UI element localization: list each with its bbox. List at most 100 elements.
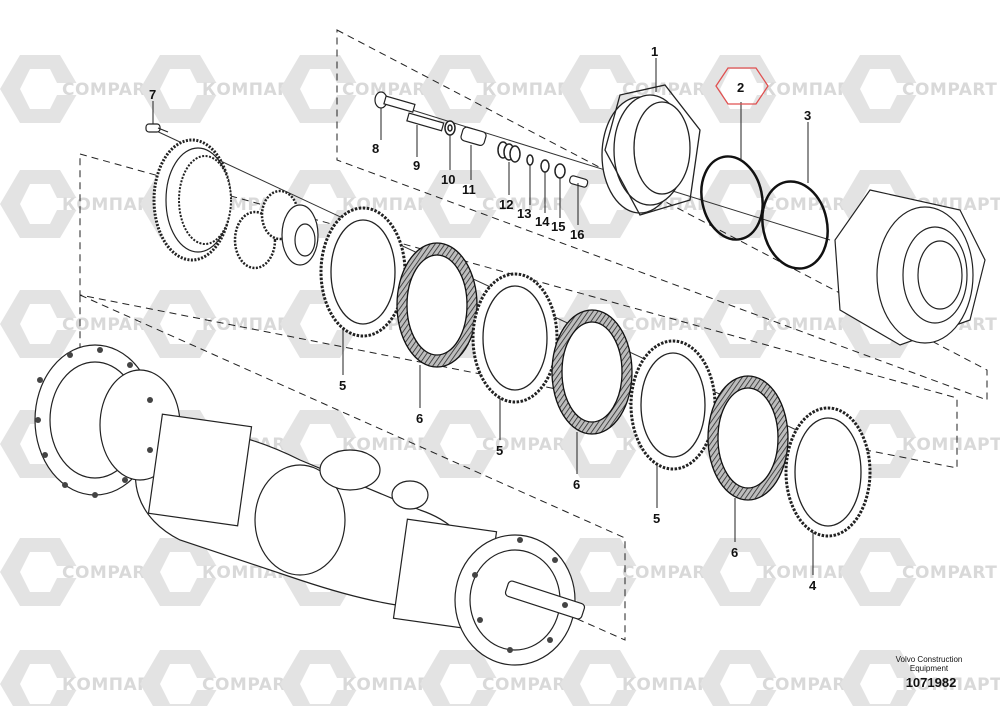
watermark-text: COMPART bbox=[902, 563, 997, 583]
watermark-tile: COMPART bbox=[700, 170, 857, 238]
callout-9[interactable]: 9 bbox=[413, 158, 420, 173]
selected-part-highlight bbox=[715, 67, 769, 105]
callout-2[interactable]: 2 bbox=[737, 80, 744, 95]
washer-15 bbox=[554, 163, 566, 179]
callout-15[interactable]: 15 bbox=[551, 219, 565, 234]
callout-5b[interactable]: 5 bbox=[496, 443, 503, 458]
watermark-text: КОМПАРТ bbox=[902, 435, 1000, 455]
callout-4[interactable]: 4 bbox=[809, 578, 817, 593]
watermark-tile: COMPART bbox=[840, 538, 997, 606]
watermark-tile: КОМПАРТ bbox=[0, 170, 162, 238]
watermark-text: COMPART bbox=[762, 195, 857, 215]
callout-6a[interactable]: 6 bbox=[416, 411, 423, 426]
callout-13[interactable]: 13 bbox=[517, 206, 531, 221]
separator-disc-5c bbox=[629, 339, 717, 471]
end-disc-part-4 bbox=[784, 406, 872, 538]
watermark-tile: КОМПАРТ bbox=[700, 290, 862, 358]
watermark-tile: КОМПАРТ bbox=[280, 410, 442, 478]
group-frames bbox=[79, 29, 988, 641]
watermark-tile: COMPART bbox=[420, 170, 577, 238]
watermark-tile: COMPART bbox=[0, 290, 157, 358]
watermark-text: КОМПАРТ bbox=[762, 80, 862, 100]
watermark-text: КОМПАРТ bbox=[762, 315, 862, 335]
callout-6b[interactable]: 6 bbox=[573, 477, 580, 492]
washer-13 bbox=[526, 154, 534, 166]
watermark-tile: КОМПАРТ bbox=[700, 55, 862, 123]
callout-6c[interactable]: 6 bbox=[731, 545, 738, 560]
callout-10[interactable]: 10 bbox=[441, 172, 455, 187]
brand-subname: Equipment bbox=[909, 664, 949, 673]
washer-14 bbox=[540, 159, 550, 173]
watermark-tile: КОМПАРТ bbox=[140, 55, 302, 123]
watermark-text: COMPART bbox=[762, 675, 857, 695]
spring-12 bbox=[497, 141, 521, 163]
watermark-tile: КОМПАРТ bbox=[280, 650, 442, 706]
watermark-text: КОМПАРТ bbox=[342, 435, 442, 455]
watermark-tile: COMPART bbox=[140, 650, 297, 706]
watermark-text: COMPART bbox=[902, 80, 997, 100]
watermark-tile: COMPART bbox=[560, 290, 717, 358]
drawing-number: 1071982 bbox=[905, 675, 957, 690]
planet-carrier bbox=[233, 189, 319, 270]
pin-part-7 bbox=[145, 123, 169, 133]
watermark-text: COMPART bbox=[62, 80, 157, 100]
axle-housing bbox=[34, 344, 586, 666]
watermark-tile: COMPART bbox=[0, 538, 157, 606]
callout-12[interactable]: 12 bbox=[499, 197, 513, 212]
watermark-text: КОМПАРТ bbox=[342, 675, 442, 695]
washer-10 bbox=[444, 120, 456, 136]
callout-5a[interactable]: 5 bbox=[339, 378, 346, 393]
watermark-text: COMPART bbox=[62, 563, 157, 583]
watermark-text: КОМПАРТ bbox=[622, 675, 722, 695]
callout-labels: 1 2 3 4 5 5 5 6 6 6 7 8 9 10 11 12 13 14… bbox=[149, 44, 817, 593]
watermark-tile: КОМПАРТ bbox=[840, 410, 1000, 478]
piston-housing-part-1 bbox=[601, 84, 701, 216]
watermark-text: COMPART bbox=[622, 315, 717, 335]
watermark-text: COMPART bbox=[482, 435, 577, 455]
brand-name: Volvo Construction bbox=[895, 655, 963, 664]
watermark-tile: COMPART bbox=[420, 650, 577, 706]
wheel-hub bbox=[834, 189, 986, 346]
callout-16[interactable]: 16 bbox=[570, 227, 584, 242]
ring-gear bbox=[152, 138, 232, 262]
sleeve-11 bbox=[460, 126, 487, 146]
watermark-text: COMPART bbox=[202, 675, 297, 695]
watermark-text: COMPART bbox=[342, 80, 437, 100]
callout-11[interactable]: 11 bbox=[462, 182, 476, 197]
callout-3[interactable]: 3 bbox=[804, 108, 811, 123]
watermark-text: КОМПАРТ bbox=[62, 195, 162, 215]
watermark-text: КОМПАРТ bbox=[202, 80, 302, 100]
watermark-tile: COMPART bbox=[700, 650, 857, 706]
watermark-tile: COMPART bbox=[840, 55, 997, 123]
watermark-tile: КОМПАРТ bbox=[140, 290, 302, 358]
watermark-text: КОМПАРТ bbox=[762, 563, 862, 583]
o-ring-part-2 bbox=[700, 155, 764, 241]
callout-8[interactable]: 8 bbox=[372, 141, 379, 156]
friction-disc-6a bbox=[396, 242, 478, 368]
watermark-tile: КОМПАРТ bbox=[0, 650, 162, 706]
callout-14[interactable]: 14 bbox=[535, 214, 550, 229]
axle-housing-bolts bbox=[35, 347, 568, 653]
watermark-text: КОМПАРТ bbox=[62, 675, 162, 695]
watermark-tile: КОМПАРТ bbox=[700, 538, 862, 606]
callout-7[interactable]: 7 bbox=[149, 87, 156, 102]
watermark-text: КОМПАРТ bbox=[482, 80, 582, 100]
watermark-text: COMPART bbox=[482, 195, 577, 215]
o-ring-part-3 bbox=[761, 180, 829, 270]
watermark-text: КОМПАРТ bbox=[902, 675, 1000, 695]
watermark-text: COMPART bbox=[62, 315, 157, 335]
leader-lines bbox=[152, 58, 814, 575]
watermark-tile: КОМПАРТ bbox=[420, 55, 582, 123]
callout-1[interactable]: 1 bbox=[651, 44, 658, 59]
watermark-text: COMPART bbox=[482, 675, 577, 695]
watermark-text: КОМПАРТ bbox=[202, 315, 302, 335]
pin-9 bbox=[406, 112, 445, 132]
watermark-tile: COMPART bbox=[0, 55, 157, 123]
callout-5c[interactable]: 5 bbox=[653, 511, 660, 526]
watermark-tile: COMPART bbox=[560, 538, 717, 606]
separator-disc-5a bbox=[319, 206, 407, 338]
watermark-tile: COMPART bbox=[280, 55, 437, 123]
watermark-text: COMPART bbox=[622, 563, 717, 583]
